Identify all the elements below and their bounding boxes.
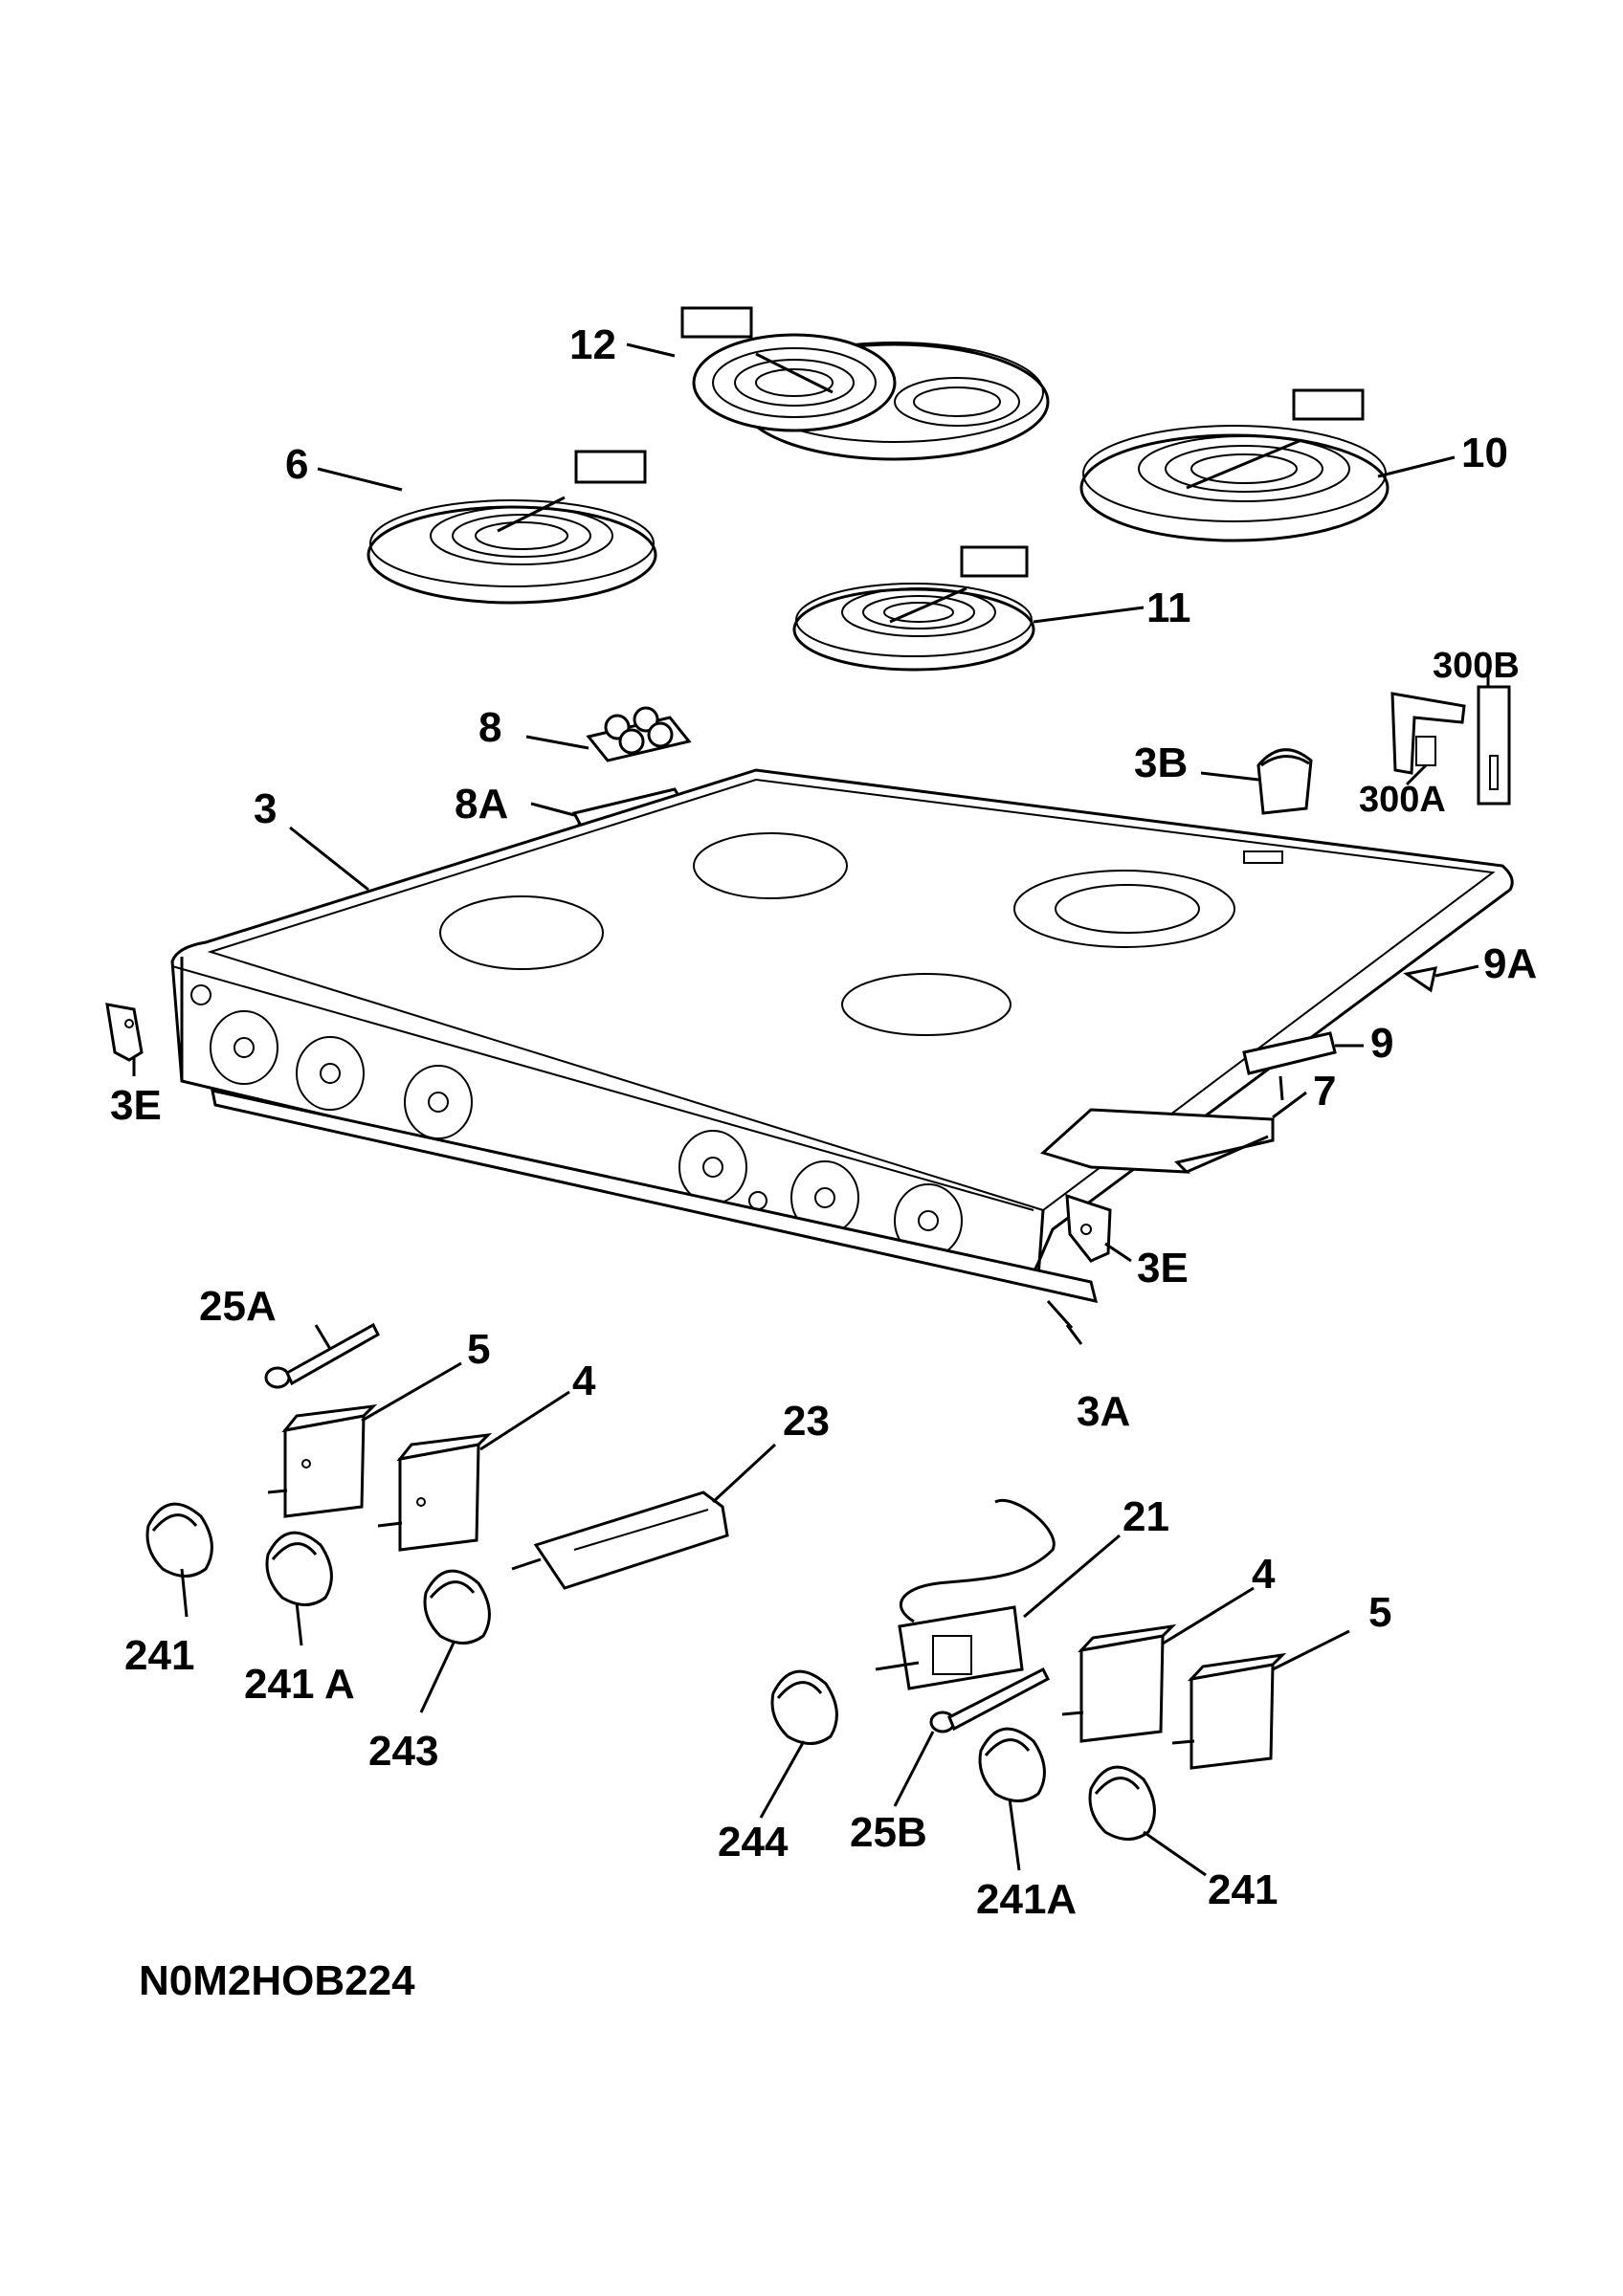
trim-strip-3A [211, 1089, 1099, 1329]
label-244: 244 [718, 1819, 789, 1866]
panel-7 [1040, 1108, 1275, 1174]
burner-10 [1079, 388, 1390, 542]
label-8A: 8A [455, 781, 508, 828]
label-241A-right: 241A [976, 1876, 1077, 1923]
switch-5-right [1171, 1652, 1287, 1770]
label-243: 243 [368, 1728, 438, 1775]
label-3B: 3B [1134, 740, 1188, 786]
burner-11 [792, 545, 1035, 672]
label-12: 12 [569, 321, 616, 368]
knob-241-right [1088, 1765, 1156, 1841]
knob-241A-right [978, 1727, 1046, 1802]
label-3E-left: 3E [110, 1082, 162, 1129]
label-300A: 300A [1359, 780, 1446, 820]
label-9: 9 [1370, 1020, 1393, 1067]
bracket-3E-right [1065, 1193, 1112, 1263]
label-11: 11 [1146, 585, 1191, 631]
selector-23 [511, 1490, 729, 1590]
cooktop-3 [170, 768, 1514, 1284]
indicator-lamp-25B [929, 1667, 1050, 1733]
burner-12 [680, 306, 1050, 461]
thermostat-21 [875, 1498, 1056, 1690]
label-3E-right: 3E [1137, 1245, 1189, 1292]
label-8: 8 [478, 704, 501, 751]
part-300A [1390, 692, 1466, 775]
label-23: 23 [783, 1398, 830, 1445]
label-9A: 9A [1483, 940, 1537, 987]
bracket-9 [1242, 1031, 1337, 1101]
knob-243 [423, 1569, 491, 1645]
switch-5-left [267, 1403, 378, 1518]
clip-9A [1403, 966, 1437, 993]
label-300B: 300B [1433, 646, 1520, 686]
label-6: 6 [285, 441, 308, 488]
terminal-block-8 [586, 706, 692, 762]
label-25A: 25A [199, 1283, 277, 1330]
leader-lines [132, 342, 1490, 1877]
label-3A: 3A [1077, 1388, 1130, 1435]
knob-241-left [145, 1502, 213, 1578]
label-7: 7 [1313, 1068, 1336, 1115]
label-241-left: 241 [124, 1632, 194, 1679]
label-21: 21 [1123, 1493, 1169, 1540]
burner-6 [367, 450, 657, 605]
knob-241A-left [265, 1531, 333, 1606]
label-241A-left: 241 A [244, 1661, 355, 1708]
indicator-lamp-25A [264, 1322, 380, 1389]
knob-244 [770, 1669, 838, 1745]
label-4-right: 4 [1252, 1551, 1276, 1598]
label-4-left: 4 [572, 1358, 596, 1404]
label-241-right: 241 [1208, 1866, 1278, 1913]
part-300B [1477, 685, 1511, 806]
label-10: 10 [1461, 430, 1508, 476]
label-25B: 25B [850, 1809, 927, 1856]
label-3: 3 [254, 785, 277, 832]
part-3B [1256, 748, 1313, 815]
diagram-code: N0M2HOB224 [139, 1957, 415, 2004]
switch-4-left [377, 1432, 493, 1552]
label-5-left: 5 [467, 1326, 490, 1373]
label-5-right: 5 [1368, 1589, 1391, 1636]
switch-4-right [1061, 1623, 1177, 1743]
bracket-3E-left [105, 1003, 144, 1062]
